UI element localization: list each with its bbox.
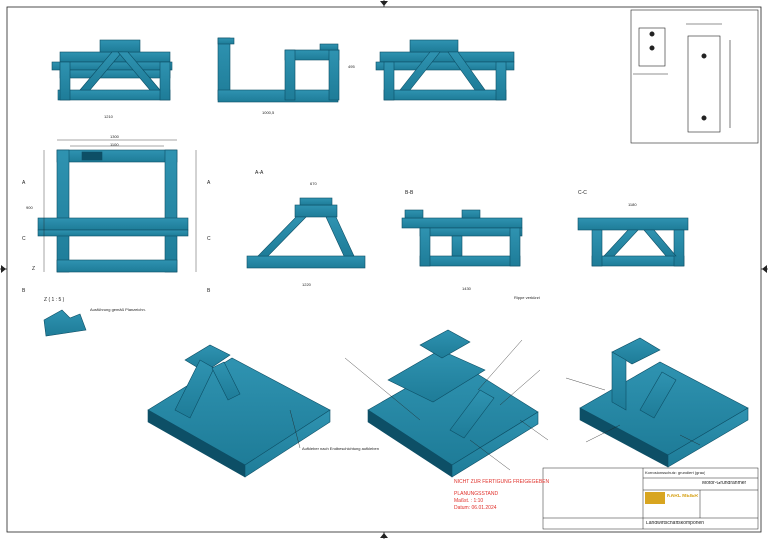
side-view <box>217 37 340 103</box>
iso-middle <box>367 329 539 478</box>
dim-plan-top: 1300 <box>110 134 119 139</box>
section-marker-a-left: A <box>22 180 26 186</box>
section-marker-b-right: B <box>207 288 211 294</box>
section-marker-b-left: B <box>22 288 26 294</box>
section-bb <box>401 209 523 267</box>
dim-plan-top2: 1100 <box>110 142 119 147</box>
stamp-scale: Maßst. : 1:10 <box>454 498 484 504</box>
dim-plan-left: 900 <box>26 205 33 210</box>
title-block <box>542 467 759 530</box>
note-z-detail: Ausführung gemäß Planzeichn. <box>90 307 146 312</box>
rear-view <box>375 39 515 101</box>
detail-z <box>43 309 87 337</box>
leader-lines <box>289 339 701 471</box>
section-marker-c-right: C <box>207 236 211 242</box>
detail-marker-z: Z <box>32 266 36 272</box>
section-marker-a-right: A <box>207 180 211 186</box>
dim-bb-base: 1430 <box>462 286 471 291</box>
company-logo <box>645 492 665 504</box>
dim-side-width: 1000,5 <box>262 110 275 115</box>
section-aa <box>246 197 366 269</box>
stamp-planning: PLANUNGSSTAND <box>454 491 499 497</box>
iso-right <box>579 337 749 468</box>
view-label-cc: C-C <box>578 190 587 196</box>
view-label-bb: B-B <box>405 190 414 196</box>
section-cc <box>577 217 689 267</box>
title-block-company: KARL MEIER <box>667 494 699 499</box>
stamp-date: Datum: 06.01.2024 <box>454 505 497 511</box>
dim-cc-top: 1180 <box>628 202 637 207</box>
detail-box <box>630 9 759 144</box>
section-marker-c-left: C <box>22 236 26 242</box>
view-label-aa: A-A <box>255 170 264 176</box>
note-iso-left: Aufkleber nach Endbeschichtung aufkleben <box>302 446 379 451</box>
note-section-bb: Rippe verkürzt <box>514 295 540 300</box>
iso-left <box>147 344 331 478</box>
title-block-drawing-name: Motor-Grundrahmer <box>702 481 747 486</box>
dim-front-width: 1210 <box>104 114 113 119</box>
dim-aa-base: 1220 <box>302 282 311 287</box>
plan-view <box>37 149 189 273</box>
dim-aa-top: 670 <box>310 181 317 186</box>
stamp-not-released: NICHT ZUR FERTIGUNG FREIGEGEBEN <box>454 479 550 485</box>
view-label-z: Z ( 1 : 5 ) <box>44 297 65 303</box>
front-view <box>51 39 173 101</box>
dim-side-height: 495 <box>348 64 355 69</box>
plan-view-dims <box>43 139 197 272</box>
title-block-surface: Korrosionsschutz: grundiert (grau) <box>645 470 706 475</box>
title-block-customer: Landwirtschaftskomponen <box>646 521 705 526</box>
